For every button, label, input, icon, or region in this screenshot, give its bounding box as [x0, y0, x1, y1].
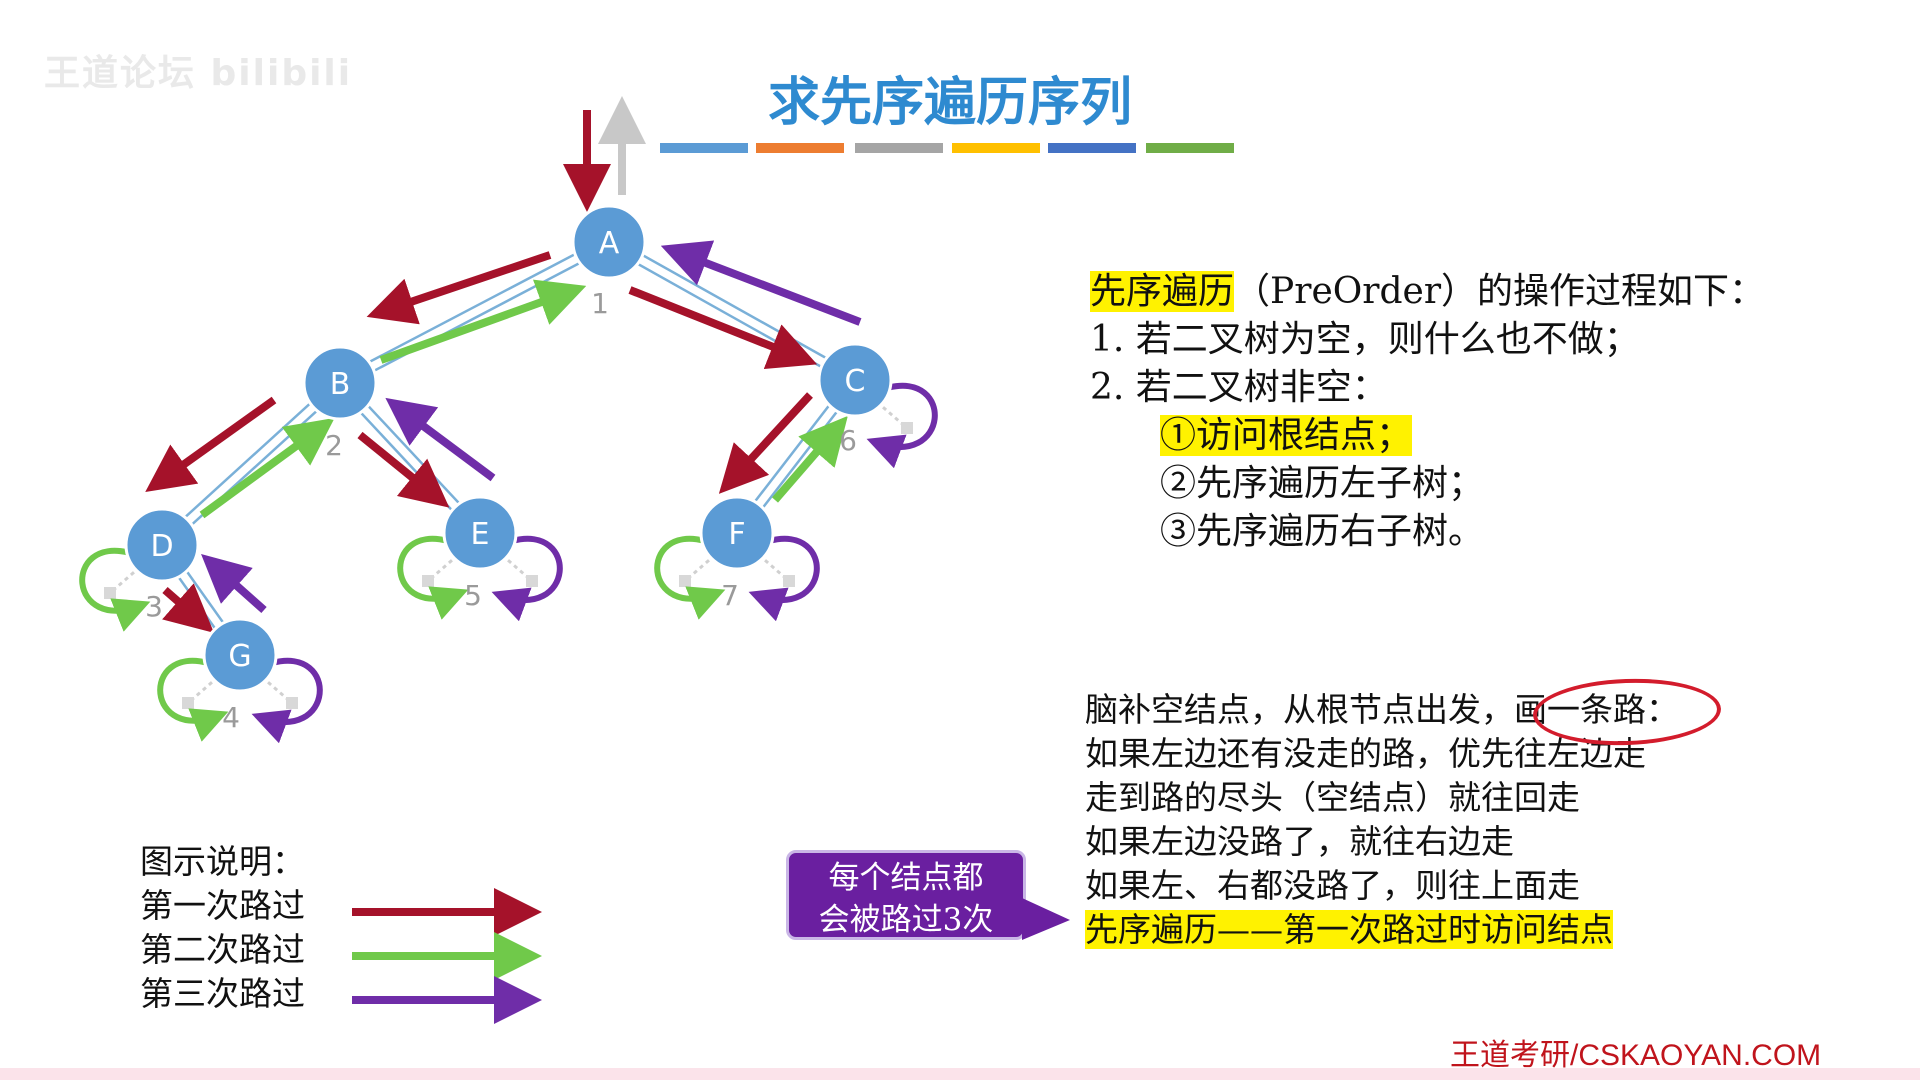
visit-order-b: 2: [325, 429, 343, 462]
null-child-marker: [422, 575, 434, 587]
null-child-marker: [104, 587, 116, 599]
traversal-notes: 脑补空结点，从根节点出发，画一条路： 如果左边还有没走的路，优先往左边走 走到路…: [1085, 688, 1679, 952]
null-right-loop: [251, 657, 323, 744]
legend-third: 第三次路过: [140, 974, 305, 1013]
definition-rest: （PreOrder）的操作过程如下：: [1234, 271, 1766, 312]
node-label-c: C: [845, 364, 866, 399]
note-line-2: 如果左边还有没走的路，优先往左边走: [1085, 734, 1646, 773]
node-label-a: A: [599, 226, 620, 261]
legend: 图示说明： 第一次路过 第二次路过 第三次路过: [140, 840, 305, 1016]
tree-edge: [157, 378, 338, 543]
tree-node-c: [817, 342, 893, 418]
tree-node-e: [442, 495, 518, 571]
color-bar-segment: [1146, 143, 1234, 153]
callout-box: 每个结点都 会被路过3次: [786, 850, 1026, 940]
tree-edge: [341, 245, 612, 389]
null-child-marker: [783, 575, 795, 587]
footer-stripe: [0, 1068, 1920, 1080]
callout-line-2: 会被路过3次: [818, 902, 994, 938]
legend-arrows: [352, 888, 542, 1024]
node-label-e: E: [471, 517, 490, 552]
null-right-loop: [491, 535, 563, 622]
legend-first: 第一次路过: [140, 886, 305, 925]
visit-order-e: 5: [464, 579, 482, 612]
color-bar-segment: [1048, 143, 1136, 153]
node-label-g: G: [228, 639, 251, 674]
node-label-b: B: [330, 367, 351, 402]
arrow-third-pass: [660, 240, 862, 326]
note-line-1b: 画一条路：: [1514, 690, 1679, 729]
tree-node-g: [202, 617, 278, 693]
tree-nodes: A 1B 2 C 6D 3 E 5 F 7G 4: [124, 204, 893, 734]
visit-order-c: 6: [839, 424, 857, 457]
note-line-3: 走到路的尽头（空结点）就往回走: [1085, 778, 1580, 817]
note-line-1a: 脑补空结点，从根节点出发，: [1085, 690, 1514, 729]
arrow-first-pass: [162, 583, 215, 633]
null-left-loop: [654, 535, 726, 620]
step-1: ①访问根结点；: [1160, 415, 1413, 456]
color-bar-segment: [660, 143, 748, 153]
color-bar-segment: [855, 143, 943, 153]
arrow-first-pass: [357, 431, 450, 508]
legend-second: 第二次路过: [140, 930, 305, 969]
slide-title: 求先序遍历序列: [767, 72, 1132, 133]
visit-order-d: 3: [145, 590, 163, 623]
visit-order-f: 7: [721, 579, 739, 612]
null-child-marker: [526, 575, 538, 587]
step-3: ③先序遍历右子树。: [1160, 511, 1485, 552]
tree-node-b: [302, 345, 378, 421]
arrow-second-pass: [379, 279, 587, 364]
step-2: ②先序遍历左子树；: [1160, 463, 1485, 504]
note-line-5: 如果左、右都没路了，则往上面走: [1085, 866, 1580, 905]
tree-edge: [605, 245, 854, 386]
arrow-second-pass: [771, 415, 848, 503]
note-line-6: 先序遍历——第一次路过时访问结点: [1085, 910, 1613, 949]
tree-node-d: [124, 507, 200, 583]
rule-1: 1. 若二叉树为空，则什么也不做；: [1090, 319, 1640, 360]
tree-edge: [164, 385, 345, 550]
legend-heading: 图示说明：: [140, 842, 305, 881]
callout-pointer: [1022, 898, 1070, 940]
watermark: 王道论坛 bilibili: [44, 53, 353, 94]
null-left-loop: [157, 657, 229, 742]
arrow-first-pass: [718, 392, 813, 494]
note-line-4: 如果左边没路了，就往右边走: [1085, 822, 1514, 861]
null-left-loop: [79, 547, 151, 632]
arrow-third-pass: [201, 554, 267, 613]
tree-node-f: [699, 495, 775, 571]
node-label-f: F: [728, 517, 745, 552]
tree-node-a: [571, 204, 647, 280]
traversal-arrows: [145, 96, 862, 633]
term-preorder: 先序遍历: [1090, 271, 1235, 312]
null-right-loop: [748, 535, 820, 622]
null-child-loops: [79, 382, 938, 744]
null-left-loop: [397, 535, 469, 620]
null-child-marker: [901, 422, 913, 434]
callout-line-1: 每个结点都: [828, 860, 984, 896]
null-child-marker: [182, 697, 194, 709]
visit-order-g: 4: [222, 701, 240, 734]
preorder-definition: 先序遍历（PreOrder）的操作过程如下： 1. 若二叉树为空，则什么也不做；…: [1090, 268, 1770, 556]
arrow-first-pass: [145, 396, 277, 492]
footer-brand: 王道考研/CSKAOYAN.COM: [1450, 1039, 1822, 1072]
tree-edge: [337, 236, 608, 380]
arrow-third-pass: [385, 397, 496, 482]
color-bar-segment: [952, 143, 1040, 153]
color-bar-segment: [756, 143, 844, 153]
arrow-second-pass: [199, 417, 335, 519]
rule-2: 2. 若二叉树非空：: [1090, 367, 1388, 408]
null-right-loop: [866, 382, 938, 469]
arrow-first-pass: [628, 286, 818, 369]
node-label-d: D: [150, 529, 173, 564]
visit-order-a: 1: [591, 287, 609, 320]
arrow-first-pass: [366, 251, 552, 325]
null-child-marker: [286, 697, 298, 709]
null-child-marker: [679, 575, 691, 587]
